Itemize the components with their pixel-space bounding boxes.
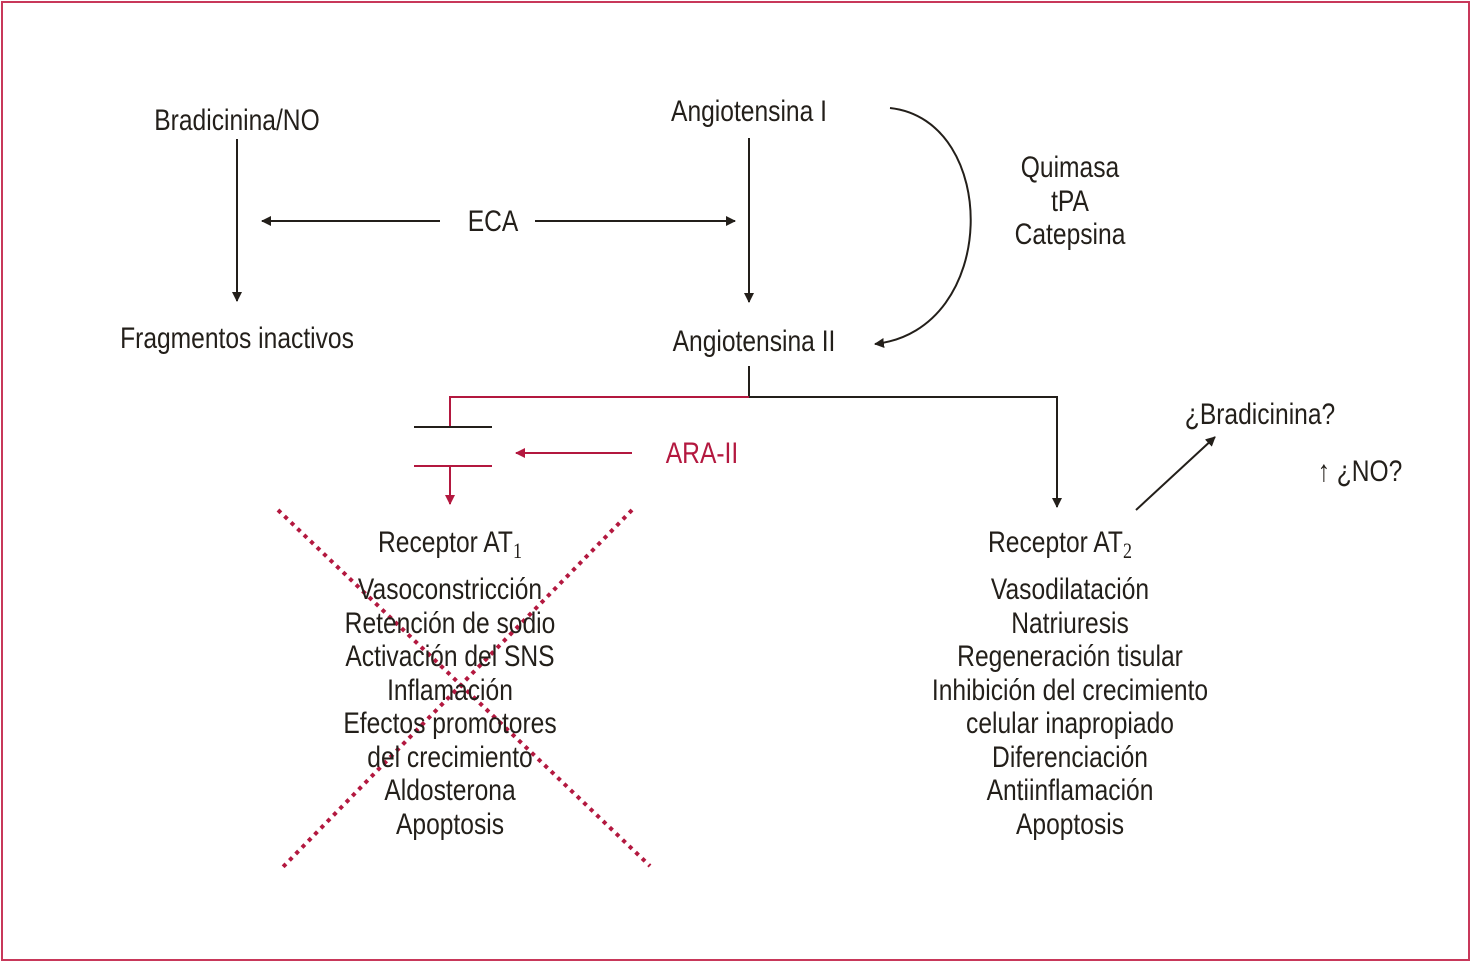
alt-enzymes-list: Quimasa tPA Catepsina [990, 151, 1150, 252]
at2-effects-list: Vasodilatación Natriuresis Regeneración … [870, 573, 1270, 841]
arrow-to-receptor-at2 [749, 396, 1062, 508]
at1-effect: Activación del SNS [345, 640, 555, 673]
node-receptor-at1: Receptor AT1 [352, 526, 549, 568]
node-no-question: ↑ ¿NO? [1317, 455, 1403, 488]
enzyme-catepsina: Catepsina [1014, 218, 1126, 251]
node-bradicinina-question: ¿Bradicinina? [1184, 398, 1336, 431]
node-fragmentos-inactivos: Fragmentos inactivos [120, 322, 354, 355]
at1-effect: Aldosterona [384, 774, 516, 807]
receptor-at2-subscript: 2 [1122, 538, 1132, 563]
at2-effect: Diferenciación [992, 740, 1148, 774]
at1-effect: Vasoconstricción [357, 573, 543, 606]
at1-effect: Apoptosis [395, 807, 505, 841]
enzyme-quimasa: Quimasa [1020, 151, 1120, 184]
at1-effects-list: Vasoconstricción Retención de sodio Acti… [270, 573, 630, 841]
at2-effect: celular inapropiado [966, 707, 1174, 740]
at2-effect: Apoptosis [1015, 807, 1125, 841]
at1-effect: Inflamación [387, 673, 513, 707]
arrow-alternative-pathway [874, 107, 972, 348]
at1-effect: del crecimiento [367, 740, 533, 774]
node-ara-ii: ARA-II [665, 437, 739, 470]
at1-effect: Efectos promotores [343, 707, 557, 740]
node-bradicinina-no: Bradicinina/NO [154, 104, 320, 137]
at1-effect: Retención de sodio [344, 606, 556, 640]
at2-effect: Antiinflamación [986, 774, 1154, 807]
at2-effect: Regeneración tisular [957, 640, 1183, 673]
receptor-at1-label: Receptor AT [378, 526, 513, 559]
arrow-at2-to-bradicinina [1135, 436, 1216, 511]
receptor-at1-subscript: 1 [512, 538, 522, 563]
cross-out-line-2 [278, 508, 634, 872]
receptor-at2-label: Receptor AT [988, 526, 1123, 559]
at2-effect: Natriuresis [1011, 606, 1129, 640]
at2-effect: Inhibición del crecimiento [931, 673, 1209, 707]
connector-to-receptor-at1-blocked [449, 396, 749, 428]
node-angiotensina-ii: Angiotensina II [672, 325, 836, 358]
node-angiotensina-i: Angiotensina I [671, 95, 827, 128]
node-eca: ECA [467, 205, 519, 238]
node-receptor-at2: Receptor AT2 [962, 526, 1159, 568]
at2-effect: Vasodilatación [990, 573, 1150, 606]
enzyme-tpa: tPA [1051, 184, 1089, 218]
